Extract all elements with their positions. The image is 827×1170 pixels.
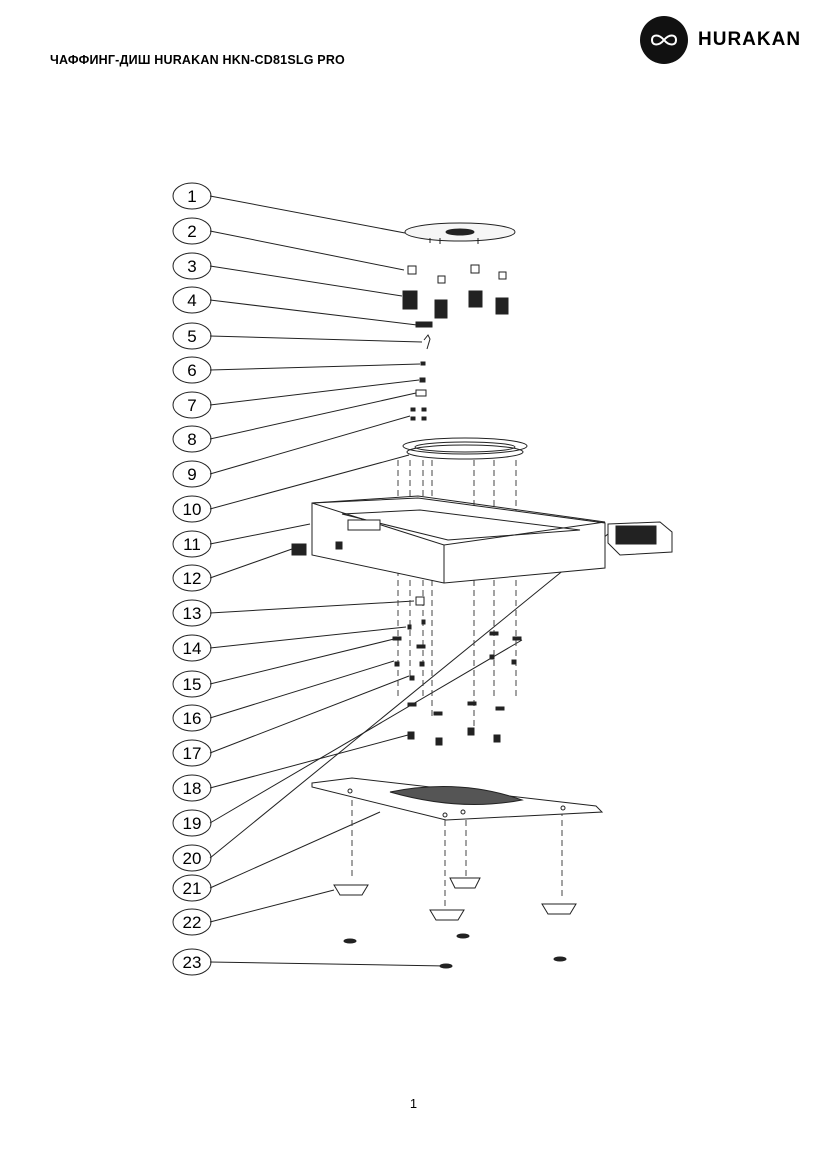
lid-disc (404, 222, 516, 244)
callout-number-19: 19 (183, 814, 202, 833)
base-plate (311, 777, 604, 821)
burner-ring (402, 437, 528, 460)
leader-line-7 (209, 379, 420, 406)
callout-number-16: 16 (183, 709, 202, 728)
leader-lines (209, 195, 609, 967)
callout-number-15: 15 (183, 675, 202, 694)
side-connector (291, 543, 307, 556)
callout-number-4: 4 (187, 291, 196, 310)
leader-line-1 (209, 195, 406, 234)
leader-line-22 (209, 889, 335, 923)
rubber-feet (333, 877, 577, 921)
callout-number-20: 20 (183, 849, 202, 868)
callout-badge-20 (172, 844, 212, 872)
leader-line-13 (209, 600, 415, 614)
leader-line-18 (209, 734, 409, 789)
leader-line-15 (209, 638, 395, 685)
callout-number-17: 17 (183, 744, 202, 763)
leader-line-2 (209, 230, 405, 271)
callout-number-10: 10 (183, 500, 202, 519)
leader-line-4 (209, 299, 418, 326)
foot-screws (343, 933, 567, 969)
leader-line-10 (209, 454, 410, 510)
page-number: 1 (409, 1096, 418, 1111)
brand-name: HURAKAN (698, 29, 802, 50)
parts-drawing (291, 222, 673, 969)
callout-number-22: 22 (183, 913, 202, 932)
leader-line-14 (209, 626, 407, 649)
document-title: ЧАФФИНГ-ДИШ HURAKAN HKN-CD81SLG PRO (50, 53, 345, 67)
leader-line-21 (209, 811, 381, 889)
callout-badge-19 (172, 809, 212, 837)
callout-number-11: 11 (183, 535, 201, 554)
callout-number-2: 2 (187, 222, 196, 241)
brand-logo: HURAKAN (640, 16, 801, 64)
hurakan-logo-icon (640, 16, 688, 64)
control-panel (607, 521, 673, 556)
leader-line-23 (209, 961, 447, 967)
leader-line-3 (209, 265, 403, 297)
callout-number-12: 12 (183, 569, 202, 588)
callout-number-14: 14 (183, 639, 202, 658)
callout-number-6: 6 (187, 361, 196, 380)
bottom-fasteners (392, 596, 522, 746)
leader-line-20 (209, 533, 609, 859)
callout-number-9: 9 (187, 465, 196, 484)
callout-number-18: 18 (183, 779, 202, 798)
top-bolts (407, 264, 507, 284)
callout-number-7: 7 (187, 396, 196, 415)
spring-sleeves (402, 290, 509, 319)
callout-number-21: 21 (183, 879, 202, 898)
small-parts-stack (410, 321, 433, 421)
leader-line-5 (209, 335, 423, 343)
callout-number-23: 23 (183, 953, 202, 972)
callout-number-13: 13 (183, 604, 202, 623)
leader-line-9 (209, 415, 411, 475)
callout-number-3: 3 (187, 257, 196, 276)
leader-line-16 (209, 660, 395, 719)
heater-body (311, 495, 606, 584)
callout-number-1: 1 (187, 187, 196, 206)
callout-number-5: 5 (187, 327, 196, 346)
leader-line-8 (209, 392, 417, 440)
leader-line-6 (209, 363, 421, 371)
leader-line-12 (209, 548, 293, 579)
callout-number-8: 8 (187, 430, 196, 449)
leader-line-17 (209, 675, 410, 754)
leader-line-11 (209, 523, 311, 545)
